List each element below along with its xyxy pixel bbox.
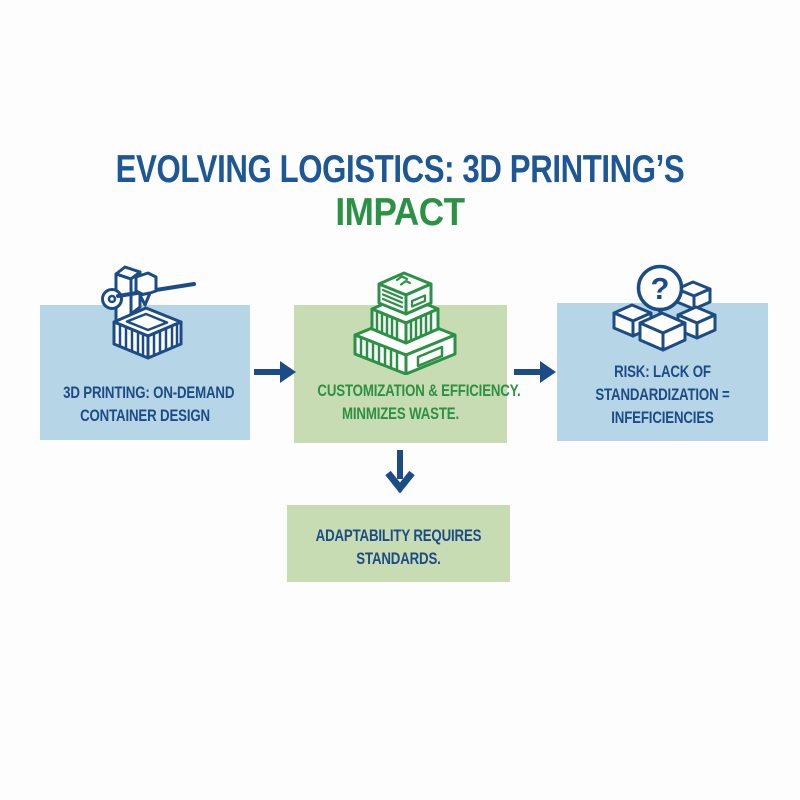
label-line: 3D PRINTING: ON-DEMAND [63, 383, 235, 402]
arrow-right-icon [254, 361, 296, 383]
arrow-right-icon [514, 361, 556, 383]
node-adaptability-label: ADAPTABILITY REQUIRES STANDARDS. [312, 524, 486, 570]
label-line: CONTAINER DESIGN [80, 406, 210, 425]
stacked-containers-icon [353, 271, 457, 375]
label-line: INFEFICIENCIES [611, 408, 714, 427]
question-boxes-icon: ? [612, 264, 717, 352]
page-title: EVOLVING LOGISTICS: 3D PRINTING’S [115, 148, 685, 191]
page-title-accent: IMPACT [335, 191, 465, 234]
label-line: RISK: LACK OF [614, 362, 711, 381]
node-customization-label: CUSTOMIZATION & EFFICIENCY. MINMIZES WAS… [317, 379, 521, 425]
node-customization: CUSTOMIZATION & EFFICIENCY. MINMIZES WAS… [294, 305, 521, 443]
label-line: STANDARDIZATION = [595, 385, 730, 404]
3d-printer-container-icon [101, 265, 196, 360]
question-glyph: ? [651, 271, 670, 306]
label-line: STANDARDS. [356, 549, 441, 568]
node-3d-printing-label: 3D PRINTING: ON-DEMAND CONTAINER DESIGN [63, 381, 235, 427]
label-line: ADAPTABILITY REQUIRES [315, 526, 482, 545]
label-line: MINMIZES WASTE. [341, 404, 459, 423]
arrow-down-icon [385, 450, 415, 493]
node-risk-label: RISK: LACK OF STANDARDIZATION = INFEFICI… [580, 360, 745, 429]
node-adaptability: ADAPTABILITY REQUIRES STANDARDS. [287, 505, 510, 582]
label-line: CUSTOMIZATION & EFFICIENCY. [317, 381, 521, 400]
